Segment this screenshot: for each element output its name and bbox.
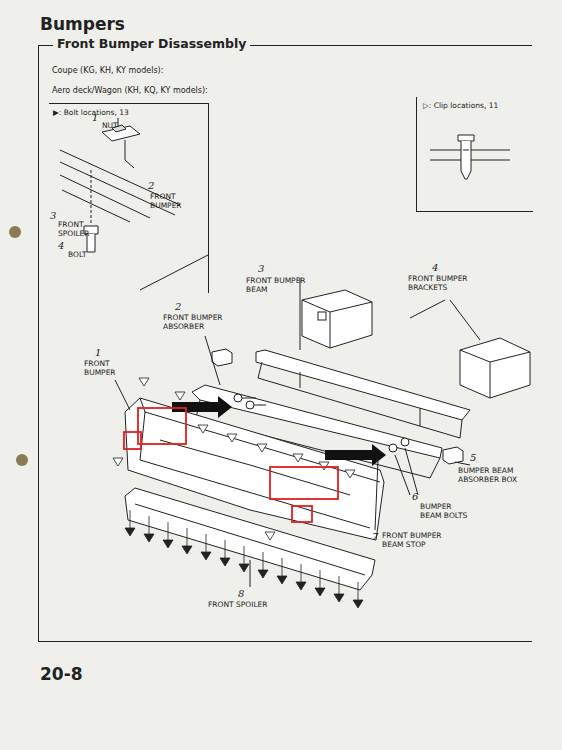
part-label: NUT [102,121,118,130]
callout-number: 3 [50,210,56,221]
red-highlights [124,408,338,522]
part-label: BUMPER BEAM ABSORBER BOX [458,466,538,484]
part-label: FRONT BUMPER [84,359,134,377]
part-label: FRONT SPOILER [208,600,288,609]
part-label: FRONT BUMPER BEAM [246,276,308,294]
binder-hole [9,226,21,238]
callout-number: 6 [412,491,418,502]
part-label: FRONT BUMPER BRACKETS [408,274,490,292]
part-label: BUMPER BEAM BOLTS [420,502,470,520]
bolt-markers [125,510,363,608]
callout-number: 2 [148,180,154,191]
callout-number: 4 [58,240,64,251]
page-title: Bumpers [40,14,125,34]
callout-number: 1 [95,347,101,358]
pointer-arrows [172,396,386,466]
line-art [60,118,530,590]
clip-markers [113,378,355,540]
callout-number: 1 [92,112,98,123]
part-label: FRONT SPOILER [58,220,108,238]
node-heading: Front Bumper Disassembly [53,36,250,51]
callout-number: 4 [432,262,438,273]
callout-number: 3 [258,263,264,274]
node-heading: ▶: Bolt locations, 13 [53,108,129,117]
part-label: Aero deck/Wagon (KH, KQ, KY models): [52,86,208,95]
page-number: 20-8 [40,664,83,684]
node-heading: ▷: Clip locations, 11 [423,101,498,110]
callout-number: 2 [175,301,181,312]
part-label: FRONT BUMPER [150,192,190,210]
callout-number: 5 [470,452,476,463]
callout-number: 8 [238,588,244,599]
part-label: FRONT BUMPER BEAM STOP [382,531,442,549]
inset-box: ▶: Bolt locations, 13 [49,103,209,293]
binder-hole [16,454,28,466]
part-label: FRONT BUMPER ABSORBER [163,313,231,331]
callout-number: 7 [372,531,378,542]
part-label: BOLT [68,250,87,259]
inset-box: ▷: Clip locations, 11 [416,97,533,212]
frame: Front Bumper Disassembly▶: Bolt location… [38,45,532,642]
part-label: Coupe (KG, KH, KY models): [52,66,163,75]
